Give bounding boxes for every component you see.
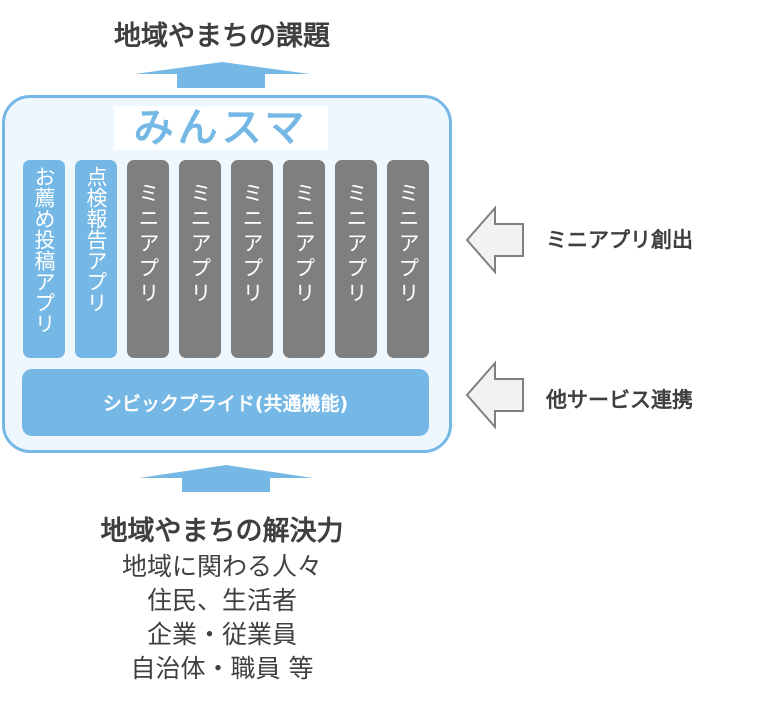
app-column-mini-app: ミニアプリ bbox=[387, 160, 429, 358]
app-column-mini-app: ミニアプリ bbox=[283, 160, 325, 358]
side-label-service-integration: 他サービス連携 bbox=[546, 388, 693, 412]
bottom-line: 企業・従業員 bbox=[146, 620, 297, 649]
up-arrow-bottom-icon bbox=[139, 465, 313, 492]
platform-logo: みんスマ bbox=[114, 106, 328, 150]
app-column-recommend-post: お薦め投稿アプリ bbox=[23, 160, 65, 358]
bottom-title-solving-power: 地域やまちの解決力 bbox=[100, 516, 344, 547]
up-arrow-top-icon bbox=[135, 62, 310, 88]
common-function-bar: シビックプライド(共通機能) bbox=[22, 369, 429, 436]
bottom-text-block: 地域やまちの解決力 地域に関わる人々 住民、生活者 企業・従業員 自治体・職員 … bbox=[0, 514, 444, 686]
top-title-issues: 地域やまちの課題 bbox=[114, 21, 330, 52]
app-column-mini-app: ミニアプリ bbox=[179, 160, 221, 358]
arrow-left-icon bbox=[465, 205, 524, 275]
bottom-line: 住民、生活者 bbox=[146, 586, 297, 615]
app-column-mini-app: ミニアプリ bbox=[127, 160, 169, 358]
bottom-line: 地域に関わる人々 bbox=[121, 552, 322, 581]
app-column-mini-app: ミニアプリ bbox=[335, 160, 377, 358]
arrow-left-icon bbox=[465, 360, 524, 430]
side-label-mini-app-creation: ミニアプリ創出 bbox=[546, 228, 693, 252]
app-column-mini-app: ミニアプリ bbox=[231, 160, 273, 358]
app-column-inspection-report: 点検報告アプリ bbox=[75, 160, 117, 358]
bottom-line: 自治体・職員 等 bbox=[130, 654, 314, 683]
